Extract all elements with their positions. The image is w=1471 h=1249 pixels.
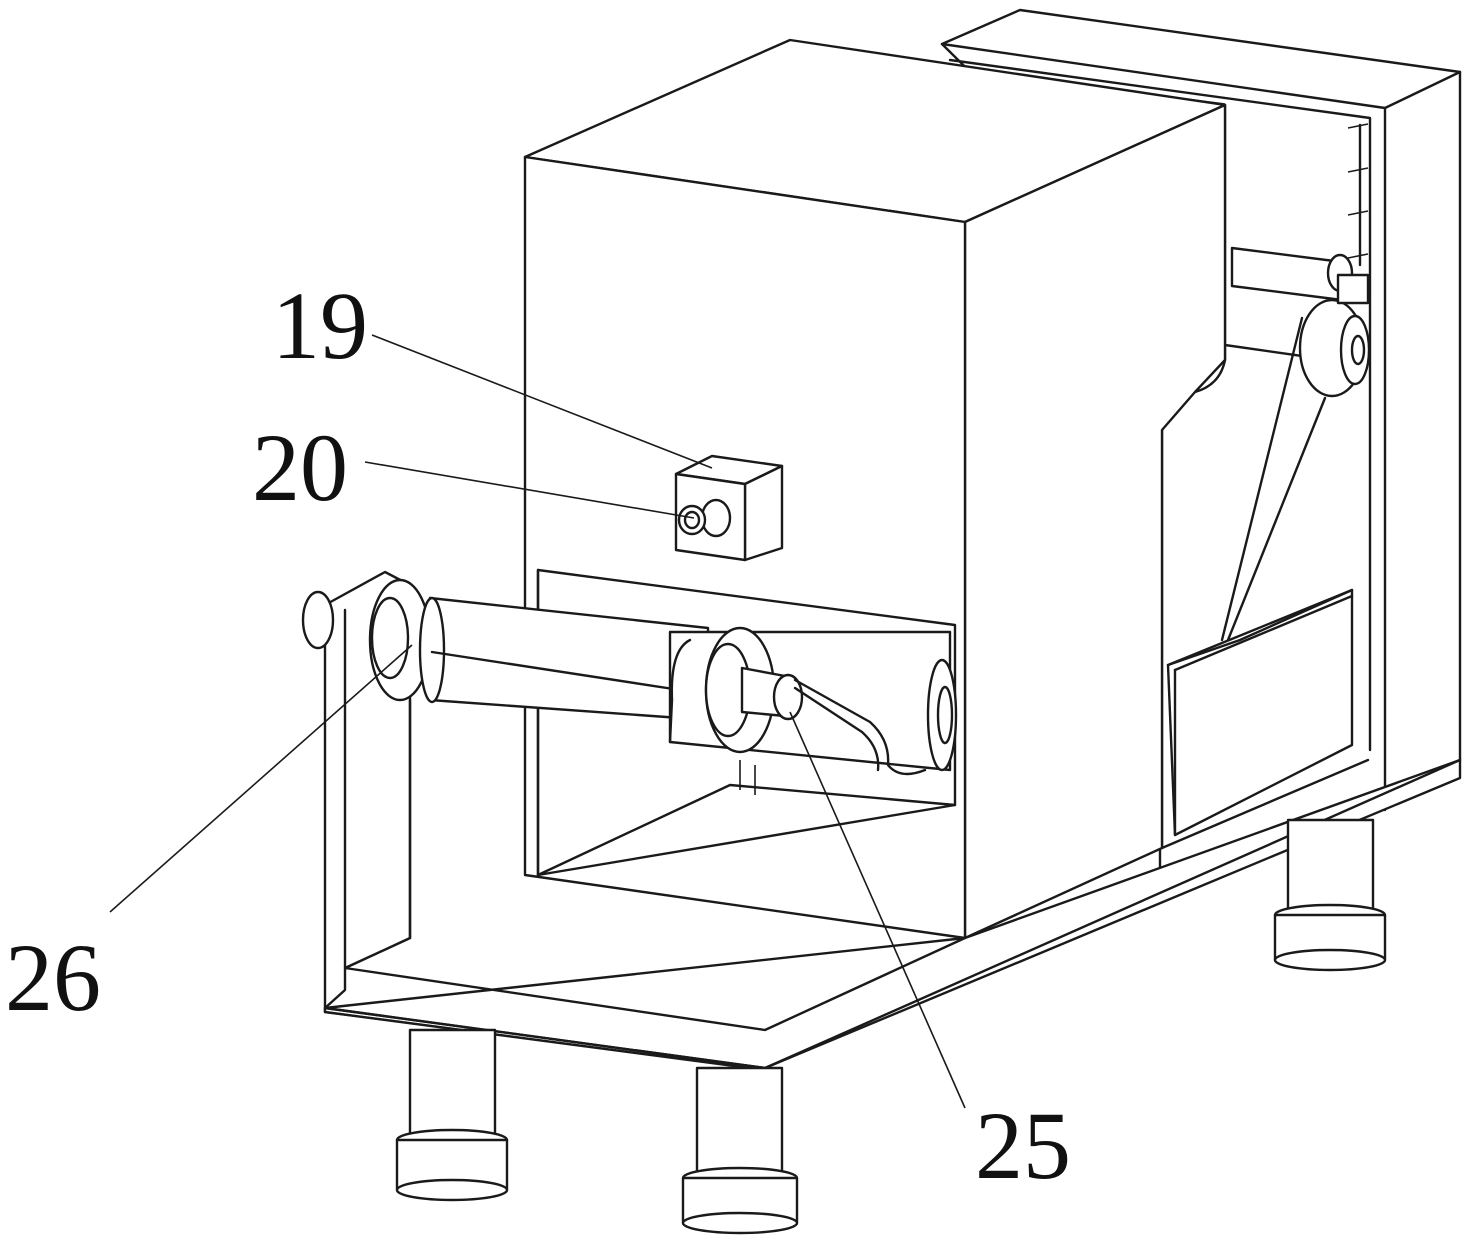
label-26: 26	[5, 924, 101, 1031]
label-20: 20	[252, 414, 348, 521]
label-19: 19	[272, 272, 368, 379]
control-box	[676, 456, 782, 560]
label-25: 25	[975, 1092, 1071, 1199]
main-box	[525, 40, 1225, 938]
